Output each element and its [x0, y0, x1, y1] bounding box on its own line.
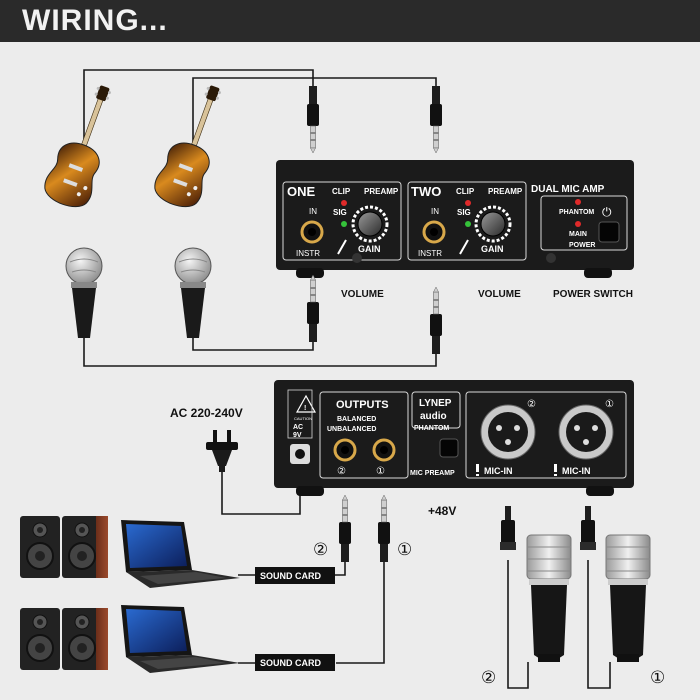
cable-condenser-right	[587, 560, 611, 689]
plus-48v-label: +48V	[428, 504, 456, 518]
gain-label-2: GAIN	[481, 244, 504, 254]
sig-label-2: SIG	[457, 208, 471, 217]
sig-led-2	[465, 221, 471, 227]
channel-one-label: ONE	[287, 184, 316, 199]
power-switch-label: POWER SWITCH	[553, 289, 633, 300]
cables	[83, 69, 611, 689]
header-title: WIRING...	[22, 4, 168, 37]
trs-plug-input2	[429, 85, 443, 154]
power-icon: ⏻	[602, 205, 612, 219]
cable-output2	[335, 562, 346, 576]
xlr-input-1[interactable]	[558, 404, 614, 460]
instr-label-2: INSTR	[418, 249, 442, 258]
main-led-label: MAIN	[569, 231, 587, 238]
trs-plug-output2	[338, 494, 352, 563]
dc-label-2: 9V	[293, 432, 302, 439]
cable-guitar2-input2	[192, 77, 437, 150]
xlr-input-2[interactable]	[480, 404, 536, 460]
model-title: DUAL MIC AMP	[531, 184, 605, 195]
phantom-led	[575, 199, 581, 205]
power-button[interactable]	[598, 221, 620, 243]
power-led-label: POWER	[569, 242, 595, 249]
clip-label-1: CLIP	[332, 187, 351, 196]
speaker-pair-bottom	[20, 608, 108, 670]
mic-in-marker-2: ②	[527, 399, 536, 410]
rear-panel: ! CAUTION AC 9V OUTPUTS BALANCED UNBALAN…	[274, 380, 634, 496]
svg-text:!: !	[304, 405, 306, 412]
mic-in-marker-1: ①	[605, 399, 614, 410]
gain-knob-2[interactable]	[480, 211, 506, 237]
phantom-button-label: PHANTOM	[414, 425, 449, 432]
marker-mic-2: ②	[481, 668, 496, 687]
output-marker-1: ①	[376, 466, 385, 477]
clip-label-2: CLIP	[456, 187, 475, 196]
speaker-pair-top	[20, 516, 108, 578]
sound-card-top	[255, 567, 335, 584]
ac-power-label: AC 220-240V	[170, 406, 243, 420]
laptop-top	[121, 520, 240, 588]
sound-card-bottom	[255, 654, 335, 671]
trs-plug-mic2	[306, 274, 320, 343]
marker-mic-1: ①	[650, 668, 665, 687]
trs-plug-input1	[306, 85, 320, 154]
power-plug	[206, 430, 238, 472]
phantom-button[interactable]	[439, 438, 459, 458]
trs-plug-mic1	[429, 286, 443, 355]
instr-switch-1[interactable]	[337, 239, 347, 255]
xlr-plug-right	[580, 506, 596, 550]
caution-icon	[295, 394, 317, 413]
header-bar: WIRING...	[0, 0, 700, 42]
gain-scale-2	[474, 205, 512, 243]
preamp-label-1: PREAMP	[364, 187, 399, 196]
cable-mic1-volume2	[83, 335, 437, 367]
dynamic-mic-right	[174, 247, 212, 338]
sound-card-bottom-label: SOUND CARD	[260, 658, 322, 668]
mic-preamp-label: MIC PREAMP	[410, 470, 455, 477]
in-label-1: IN	[309, 207, 317, 216]
volume-label-left: VOLUME	[341, 289, 384, 300]
gain-knob-1[interactable]	[357, 211, 383, 237]
sig-label-1: SIG	[333, 208, 347, 217]
cable-output1	[336, 562, 385, 664]
instr-switch-2[interactable]	[459, 239, 469, 255]
clip-led-2	[465, 200, 471, 206]
dc-label-1: AC	[293, 424, 303, 431]
caution-label: CAUTION	[294, 416, 312, 421]
outputs-title: OUTPUTS	[336, 399, 389, 411]
xlr-plug-left	[500, 506, 516, 550]
cable-condenser-left	[507, 560, 529, 689]
main-led	[575, 221, 581, 227]
instr-label-1: INSTR	[296, 249, 320, 258]
mic-in-label-right: MIC-IN	[562, 466, 591, 476]
channel-two-label: TWO	[411, 184, 441, 199]
guitar-left	[44, 85, 111, 208]
marker-output-2: ②	[313, 540, 328, 559]
sig-led-1	[341, 221, 347, 227]
sound-card-top-label: SOUND CARD	[260, 571, 322, 581]
laptop-bottom	[121, 605, 240, 673]
brand-line1: LYNEP	[419, 398, 452, 409]
clip-led-1	[341, 200, 347, 206]
condenser-mic-left	[526, 534, 572, 662]
mic-in-label-left: MIC-IN	[484, 466, 513, 476]
trs-plug-output1	[377, 494, 391, 563]
guitar-right	[154, 85, 221, 208]
unbalanced-label: UNBALANCED	[327, 426, 376, 433]
output-marker-2: ②	[337, 466, 346, 477]
gain-label-1: GAIN	[358, 244, 381, 254]
gain-scale-1	[351, 205, 389, 243]
brand-line2: audio	[420, 411, 447, 422]
cable-mic2-volume1	[192, 335, 314, 351]
condenser-mic-right	[605, 534, 651, 662]
in-label-2: IN	[431, 207, 439, 216]
marker-output-1: ①	[397, 540, 412, 559]
front-panel: ONE CLIP PREAMP SIG IN INSTR GAIN TWO CL…	[276, 160, 634, 278]
balanced-label: BALANCED	[337, 416, 376, 423]
preamp-label-2: PREAMP	[488, 187, 523, 196]
phantom-led-label: PHANTOM	[559, 209, 594, 216]
volume-label-right: VOLUME	[478, 289, 521, 300]
dynamic-mic-left	[65, 247, 103, 338]
